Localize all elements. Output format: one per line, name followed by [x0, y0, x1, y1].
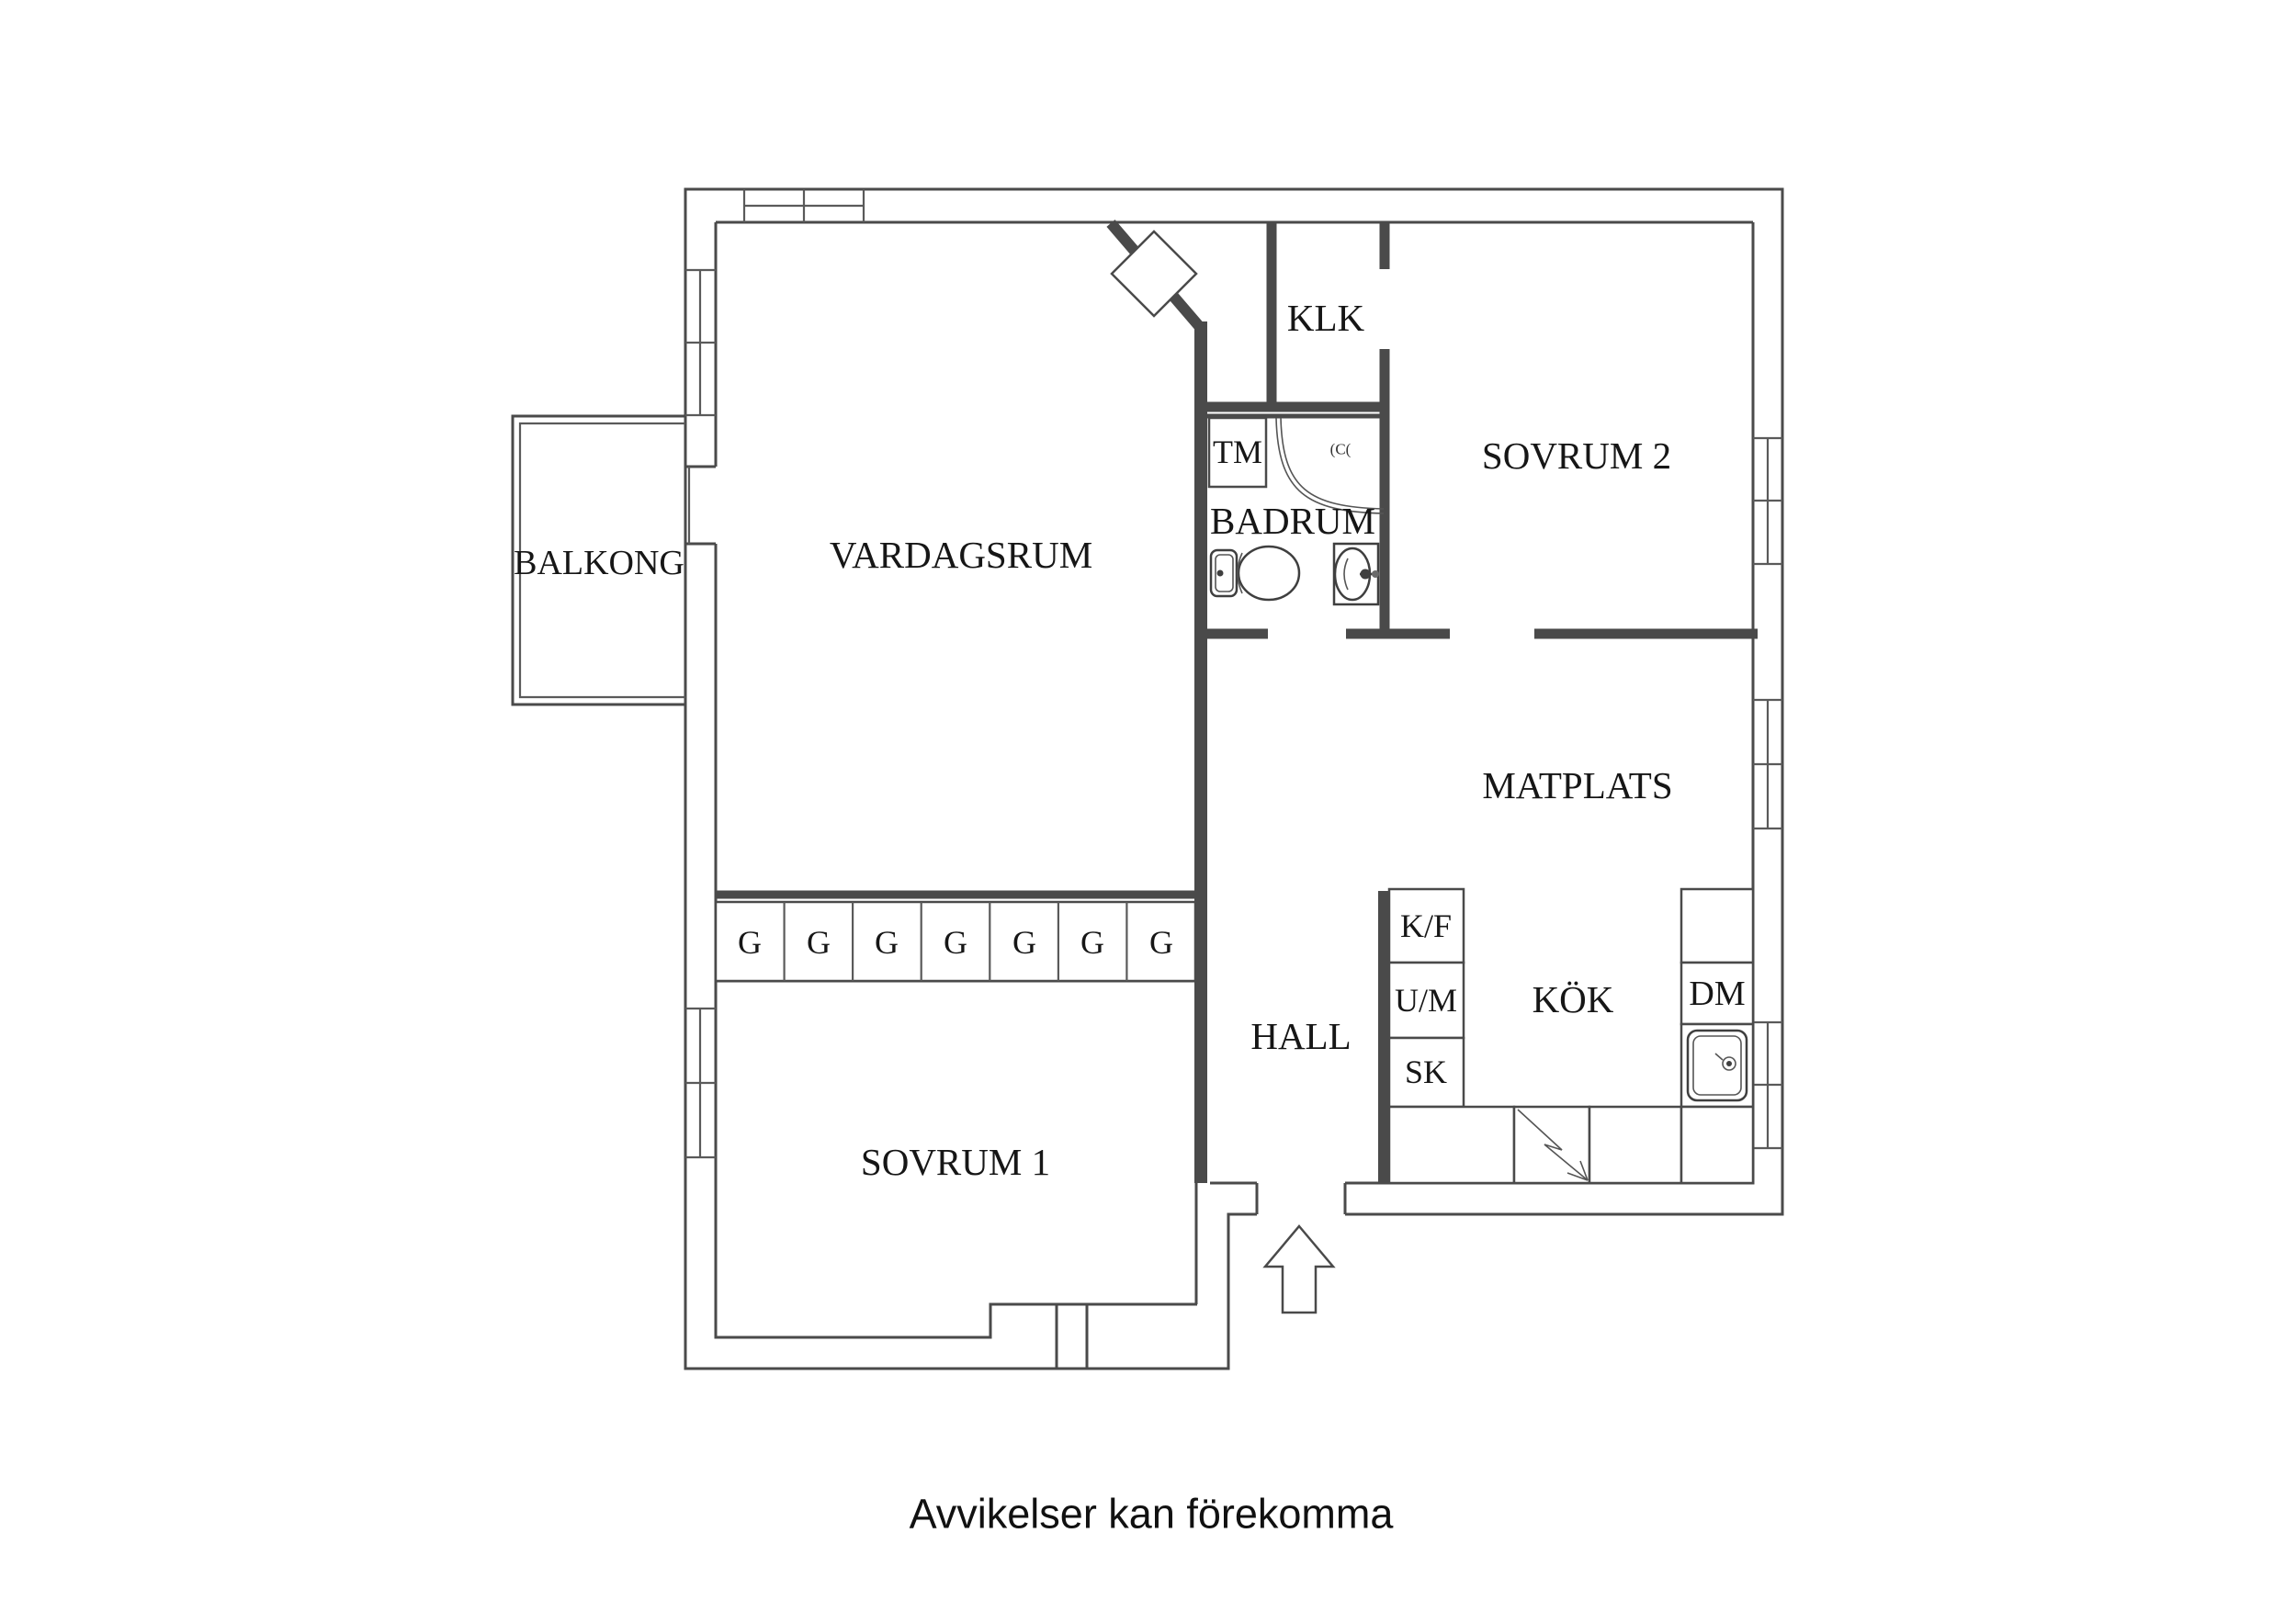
stove-bolt-icon [1517, 1109, 1589, 1181]
label-tm: TM [1213, 434, 1262, 470]
entry-arrow-icon [1262, 1224, 1336, 1314]
counter-corner [1387, 1105, 1516, 1185]
kitchen-sink-icon [1686, 1029, 1748, 1102]
counter-mid [1588, 1105, 1683, 1185]
window-top-livingroom [742, 189, 865, 222]
window-left-livingroom [685, 268, 716, 417]
label-kok: KÖK [1533, 978, 1614, 1020]
window-right-bedroom2 [1753, 436, 1782, 566]
bathroom-fixtures: (C( [1207, 416, 1385, 606]
cabinet-kf [1387, 887, 1465, 964]
label-sovrum2: SOVRUM 2 [1482, 434, 1671, 477]
wardrobe-label: G [875, 924, 899, 961]
wardrobe-label: G [1149, 924, 1173, 961]
wardrobe-dividers [783, 902, 1128, 981]
label-hall: HALL [1250, 1015, 1351, 1057]
shower-mark: (C( [1330, 441, 1352, 458]
wardrobe-label: G [738, 924, 762, 961]
label-klk: KLK [1287, 297, 1365, 339]
wardrobe-row-outline [714, 900, 1197, 983]
room-labels: BALKONG VARDAGSRUM KLK TM BADRUM SOVRUM … [514, 297, 1746, 1183]
cabinet-dm [1680, 961, 1755, 1026]
label-sk: SK [1405, 1054, 1447, 1090]
counter-right-bottom [1680, 1105, 1755, 1185]
shower-curtain-icon [1275, 417, 1385, 514]
kitchen-cabinets [1387, 887, 1755, 1185]
wardrobe-label: G [944, 924, 967, 961]
label-vardagsrum: VARDAGSRUM [830, 534, 1092, 576]
label-balkong: BALKONG [514, 544, 684, 582]
wardrobe-label: G [1080, 924, 1104, 961]
windows [685, 189, 1782, 1159]
exterior-outer-face [684, 187, 1784, 1370]
counter-stove [1512, 1105, 1591, 1185]
washing-machine-box [1207, 416, 1268, 489]
disclaimer-caption: Avvikelser kan förekomma [910, 1491, 1395, 1538]
wardrobe-label: G [807, 924, 831, 961]
wardrobe-label: G [1012, 924, 1036, 961]
balcony-inner-rail [518, 422, 685, 699]
window-right-diningarea [1753, 698, 1782, 830]
label-um: U/M [1395, 982, 1457, 1019]
fireplace-diamond [1110, 230, 1198, 318]
label-sovrum1: SOVRUM 1 [861, 1141, 1050, 1183]
balcony-outer-rail [511, 414, 685, 706]
label-dm: DM [1689, 975, 1745, 1013]
label-badrum: BADRUM [1210, 500, 1375, 542]
bathroom-sink-icon [1332, 542, 1380, 606]
balcony [511, 414, 685, 706]
window-right-kitchen [1753, 1020, 1782, 1150]
counter-right-top [1680, 887, 1755, 964]
label-kf: K/F [1400, 907, 1452, 944]
interior-walls [716, 220, 1758, 1183]
label-matplats: MATPLATS [1482, 764, 1672, 806]
window-left-bedroom1 [685, 1007, 716, 1159]
wardrobe-row: G G G G G G G [714, 900, 1197, 983]
toilet-icon [1209, 545, 1301, 602]
